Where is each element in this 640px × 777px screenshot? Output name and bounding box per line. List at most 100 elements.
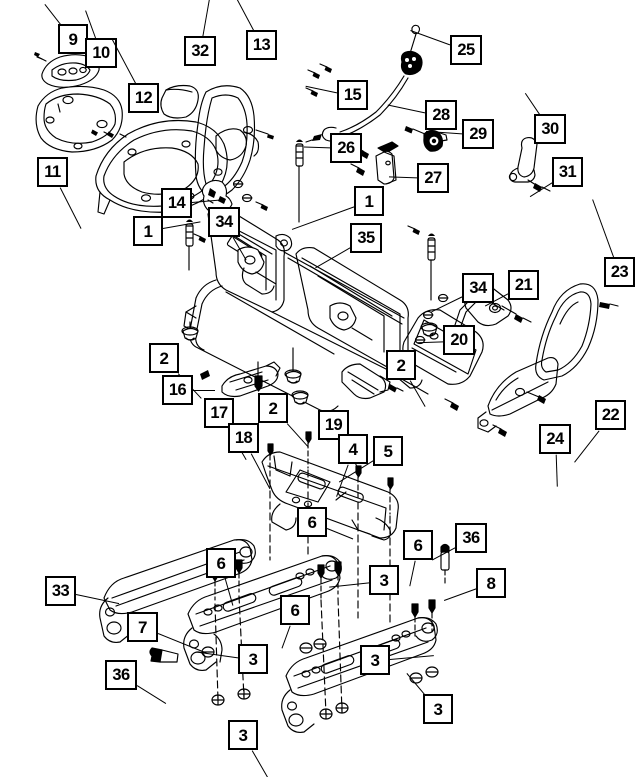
part-19-striker-bracket	[341, 363, 404, 400]
callout-leader-line	[431, 546, 456, 561]
callout-leader-line	[75, 594, 120, 605]
callout-leader-line	[408, 560, 416, 587]
callout-leader-line	[136, 685, 167, 705]
callout-5[interactable]: 5	[373, 436, 403, 466]
part-14-latch-cluster	[201, 179, 233, 213]
callout-2[interactable]: 2	[149, 343, 179, 373]
callout-leader-line	[305, 85, 338, 94]
callout-14[interactable]: 14	[161, 188, 192, 218]
callout-leader-line	[406, 672, 426, 696]
callout-leader-line	[410, 29, 451, 46]
callout-leader-line	[524, 92, 541, 116]
part-4-seat-pan	[261, 451, 399, 541]
callout-4[interactable]: 4	[338, 434, 368, 464]
part-12-inner-shield	[95, 119, 228, 215]
callout-25[interactable]: 25	[450, 35, 482, 65]
part-9-handle-bezel	[37, 54, 100, 88]
callout-leader-line	[315, 247, 351, 269]
callout-13[interactable]: 13	[246, 30, 277, 60]
callout-leader-line	[250, 453, 271, 490]
callout-11[interactable]: 11	[37, 157, 68, 187]
callout-leader-line	[201, 0, 211, 37]
callout-7[interactable]: 7	[127, 612, 158, 642]
callout-3[interactable]: 3	[228, 720, 258, 750]
callout-leader-line	[443, 588, 477, 602]
callout-21[interactable]: 21	[508, 270, 539, 300]
callout-36[interactable]: 36	[455, 523, 487, 553]
callout-leader-line	[592, 199, 615, 258]
callout-12[interactable]: 12	[128, 83, 159, 113]
callout-1[interactable]: 1	[133, 216, 163, 246]
callout-2[interactable]: 2	[386, 350, 416, 380]
callout-29[interactable]: 29	[462, 119, 494, 149]
callout-6[interactable]: 6	[206, 548, 236, 578]
callout-leader-line	[416, 340, 444, 343]
part-16-clip	[200, 370, 210, 380]
part-24-screws	[444, 398, 507, 437]
callout-6[interactable]: 6	[280, 595, 310, 625]
part-36-pins	[149, 543, 450, 663]
callout-36[interactable]: 36	[105, 660, 137, 690]
callout-3[interactable]: 3	[360, 645, 390, 675]
callout-leader-line	[529, 181, 553, 197]
callout-10[interactable]: 10	[85, 38, 117, 68]
callout-leader-line	[193, 390, 215, 392]
callout-leader-line	[162, 221, 201, 230]
callout-2[interactable]: 2	[258, 393, 288, 423]
callout-leader-line	[231, 0, 255, 32]
callout-6[interactable]: 6	[297, 507, 327, 537]
callout-leader-line	[329, 581, 370, 588]
callout-23[interactable]: 23	[604, 257, 635, 287]
callout-30[interactable]: 30	[534, 114, 566, 144]
callout-leader-line	[409, 380, 426, 408]
callout-22[interactable]: 22	[595, 400, 626, 430]
callout-35[interactable]: 35	[350, 223, 382, 253]
callout-leader-line	[251, 750, 279, 777]
part-11-side-shield	[35, 85, 123, 153]
callout-leader-line	[426, 130, 463, 135]
part-18-bolt	[254, 361, 263, 392]
callout-leader-line	[387, 103, 426, 113]
callout-leader-line	[232, 237, 247, 261]
callout-26[interactable]: 26	[330, 133, 362, 163]
callout-1[interactable]: 1	[354, 186, 384, 216]
callout-leader-line	[554, 454, 558, 487]
callout-20[interactable]: 20	[443, 325, 475, 355]
part-27-bracket	[375, 141, 399, 185]
callout-9[interactable]: 9	[58, 24, 88, 54]
fasteners-frame-side	[193, 201, 420, 243]
callout-28[interactable]: 28	[425, 100, 457, 130]
part-30-lever-handle	[508, 137, 538, 186]
callout-leader-line	[224, 578, 234, 606]
part-1-long-bolts	[185, 139, 436, 301]
callout-leader-line	[285, 423, 309, 448]
callout-3[interactable]: 3	[423, 694, 453, 724]
callout-3[interactable]: 3	[369, 565, 399, 595]
callout-31[interactable]: 31	[552, 157, 583, 187]
callout-3[interactable]: 3	[238, 644, 268, 674]
callout-leader-line	[303, 146, 331, 149]
fastener-screw-9	[34, 52, 43, 60]
callout-leader-line	[59, 187, 82, 229]
callout-32[interactable]: 32	[184, 36, 216, 66]
callout-19[interactable]: 19	[318, 410, 349, 440]
callout-33[interactable]: 33	[45, 576, 76, 606]
callout-34[interactable]: 34	[208, 207, 240, 237]
callout-24[interactable]: 24	[539, 424, 571, 454]
callout-6[interactable]: 6	[403, 530, 433, 560]
callout-16[interactable]: 16	[162, 375, 193, 405]
part-28-bolt	[404, 126, 426, 135]
callout-15[interactable]: 15	[337, 80, 368, 110]
callout-8[interactable]: 8	[476, 568, 506, 598]
part-34-nuts-upper	[213, 168, 253, 203]
callout-18[interactable]: 18	[228, 423, 259, 453]
part-17-link	[221, 361, 281, 398]
callout-leader-line	[431, 295, 463, 313]
callout-leader-line	[573, 430, 600, 463]
callout-27[interactable]: 27	[417, 163, 449, 193]
callout-34[interactable]: 34	[462, 273, 494, 303]
fastener-screws-12	[91, 129, 127, 138]
